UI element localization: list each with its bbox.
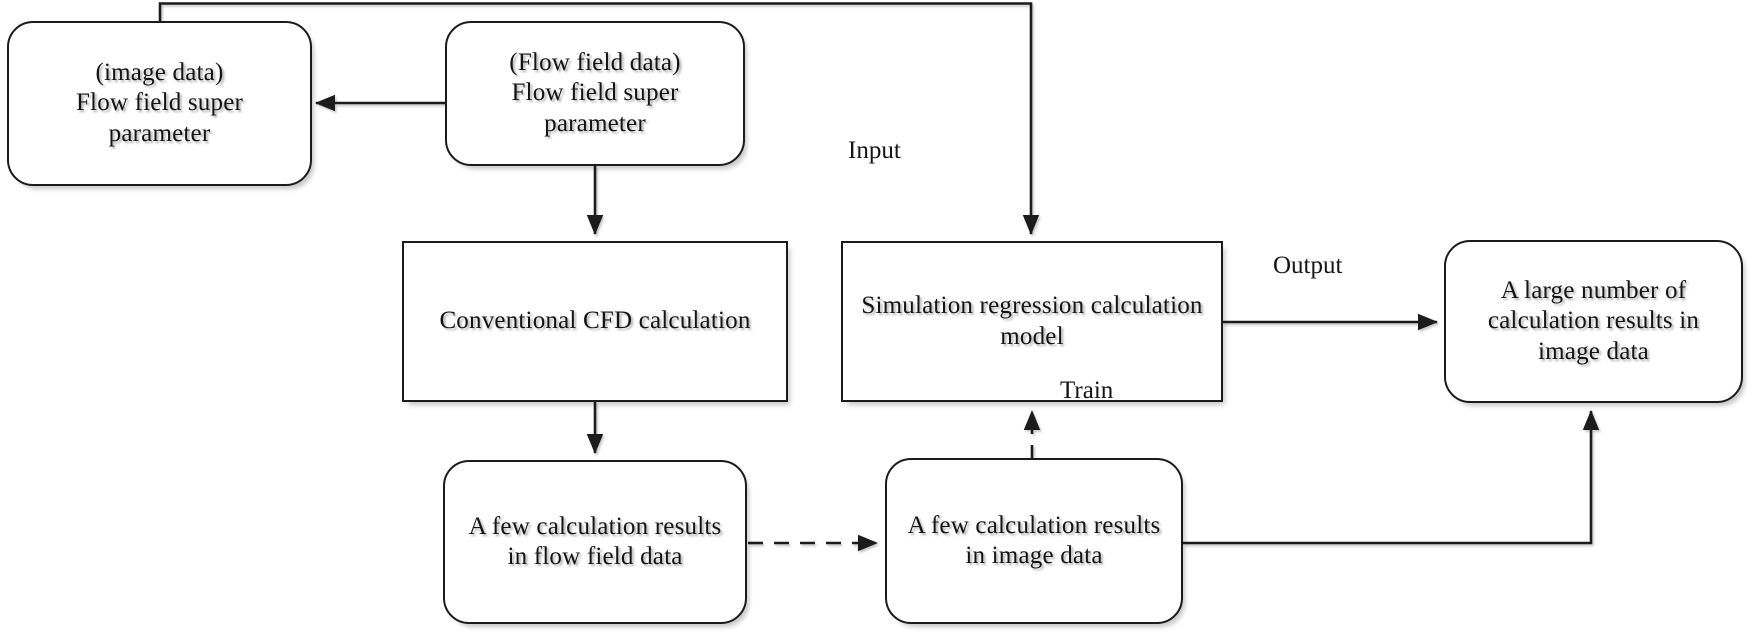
- edge-label-output: Output: [1273, 252, 1343, 279]
- node-image-super-parameter-label: (image data) Flow field super parameter: [75, 58, 244, 147]
- node-few-results-flow-field-data[interactable]: A few calculation results in flow field …: [443, 460, 747, 624]
- node-few-results-flow-field-data-label: A few calculation results in flow field …: [468, 512, 722, 571]
- node-conventional-cfd-calculation-label: Conventional CFD calculation: [439, 307, 751, 335]
- edge-few-image-to-large-results: [1183, 409, 1600, 545]
- node-image-super-parameter[interactable]: (image data) Flow field super parameter: [7, 21, 312, 186]
- edge-label-train: Train: [1060, 377, 1114, 404]
- node-flow-super-parameter-label: (Flow field data) Flow field super param…: [509, 48, 681, 137]
- edge-label-input: Input: [848, 137, 901, 164]
- node-flow-super-parameter[interactable]: (Flow field data) Flow field super param…: [445, 21, 745, 166]
- node-simulation-regression-model-label: Simulation regression calculation model: [861, 292, 1203, 350]
- node-few-results-image-data[interactable]: A few calculation results in image data: [885, 458, 1183, 624]
- node-large-number-results-image-data[interactable]: A large number of calculation results in…: [1444, 240, 1743, 403]
- node-conventional-cfd-calculation[interactable]: Conventional CFD calculation: [402, 241, 788, 402]
- node-large-number-results-image-data-label: A large number of calculation results in…: [1487, 276, 1700, 365]
- node-simulation-regression-model[interactable]: Simulation regression calculation model: [841, 241, 1223, 402]
- node-few-results-image-data-label: A few calculation results in image data: [907, 511, 1161, 570]
